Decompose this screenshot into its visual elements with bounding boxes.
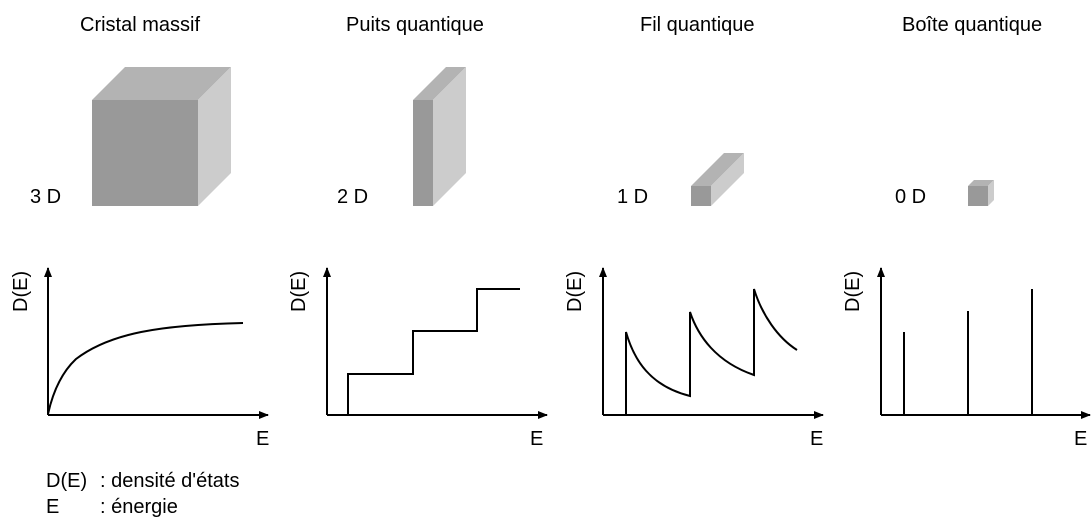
dos-peaks-1d — [625, 288, 798, 415]
x-axis-label-1d: E — [810, 428, 824, 450]
title-cristal-massif: Cristal massif — [80, 14, 201, 36]
dos-staircase-2d — [347, 288, 520, 415]
dos-curve-3d — [47, 322, 244, 415]
dim-label-3d: 3 D — [30, 186, 62, 208]
quantum-dot-cube — [968, 180, 994, 206]
y-axis-label-2d: D(E) — [288, 270, 310, 312]
dim-label-0d: 0 D — [895, 186, 927, 208]
bulk-crystal-cube — [92, 67, 231, 206]
y-axis-label-1d: D(E) — [564, 270, 586, 312]
x-axis-label-2d: E — [530, 428, 544, 450]
dim-label-1d: 1 D — [617, 186, 649, 208]
quantum-wire-rod — [691, 153, 744, 206]
legend-key: D(E) — [46, 470, 88, 492]
quantum-well-slab — [413, 67, 466, 206]
plot-well-dos — [323, 267, 548, 419]
dim-label-2d: 2 D — [337, 186, 369, 208]
legend-row-dos: D(E) : densité d'états — [46, 470, 239, 493]
title-boite-quantique: Boîte quantique — [902, 14, 1043, 36]
plot-dot-dos — [877, 267, 1091, 419]
legend-key: E — [46, 496, 60, 518]
legend-desc: : énergie — [100, 496, 178, 518]
title-fil-quantique: Fil quantique — [640, 14, 755, 36]
y-axis-label-0d: D(E) — [842, 270, 864, 312]
x-axis-label-0d: E — [1074, 428, 1088, 450]
legend-row-energy: E : énergie — [46, 496, 178, 519]
title-puits-quantique: Puits quantique — [346, 14, 484, 36]
x-axis-label-3d: E — [256, 428, 270, 450]
y-axis-label-3d: D(E) — [10, 270, 32, 312]
legend-desc: : densité d'états — [100, 470, 240, 492]
plot-bulk-dos — [44, 267, 269, 419]
plot-wire-dos — [599, 267, 824, 419]
